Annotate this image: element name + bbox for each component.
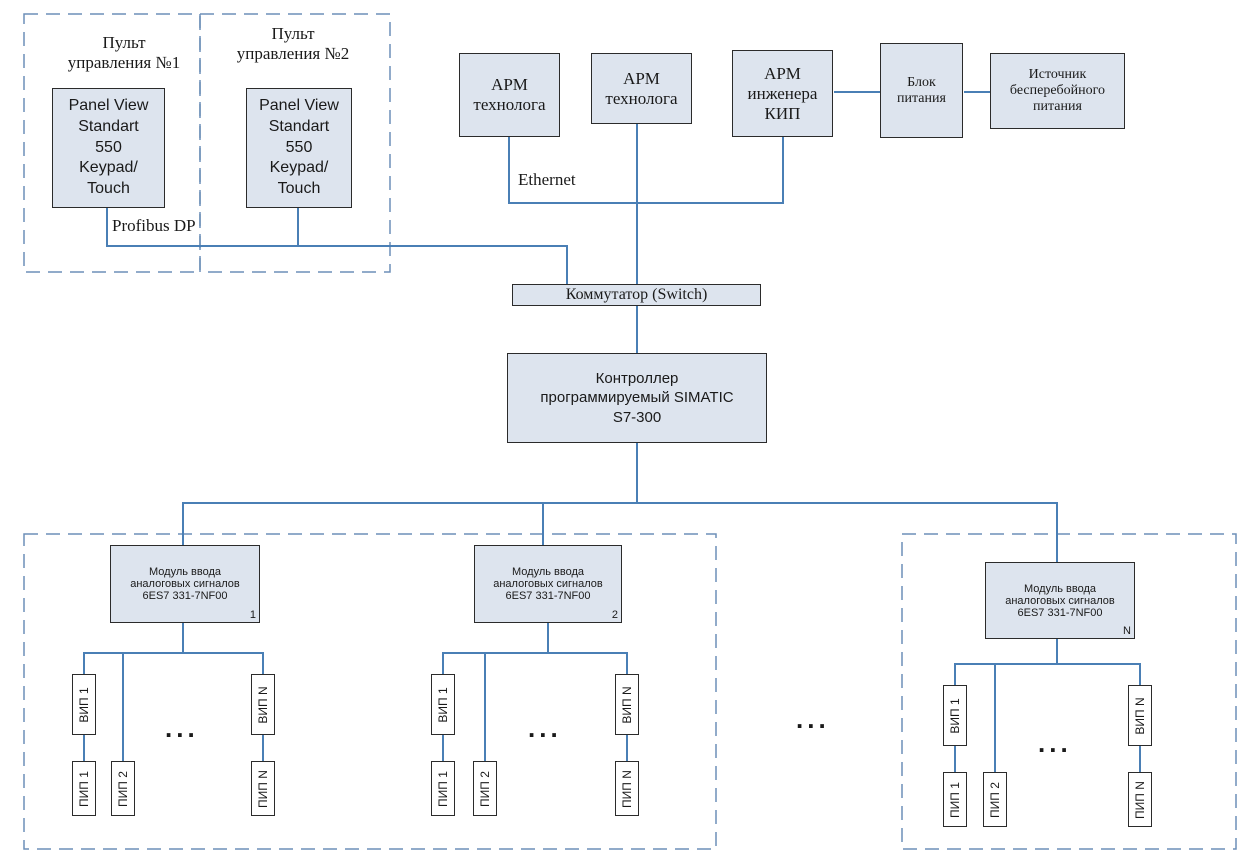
panel-group-frame-1 [23, 13, 201, 273]
input-module-2-index: 2 [611, 609, 618, 621]
pip-box: ПИП N [251, 761, 275, 816]
plc-controller: Контроллер программируемый SIMATIC S7-30… [507, 353, 767, 443]
vip-label: ВИП N [620, 685, 634, 724]
input-module-n: Модуль ввода аналоговых сигналов 6ES7 33… [985, 562, 1135, 639]
power-block: Блок питания [880, 43, 963, 138]
vip-label: ВИП N [1133, 696, 1147, 735]
ellipsis: ... [528, 713, 562, 743]
network-switch: Коммутатор (Switch) [512, 284, 761, 306]
pip-label: ПИП 1 [436, 770, 450, 807]
input-module-1-label: Модуль ввода аналоговых сигналов 6ES7 33… [130, 566, 240, 602]
pip-label: ПИП 2 [116, 770, 130, 807]
module-group-frame-n [901, 533, 1237, 850]
vip-box: ВИП N [615, 674, 639, 735]
panel-1-title: Пульт управления №1 [67, 33, 181, 73]
pip-box: ПИП 1 [943, 772, 967, 827]
pip-label: ПИП 1 [948, 781, 962, 818]
pip-box: ПИП 1 [72, 761, 96, 816]
dashed-frames [23, 13, 1237, 850]
workstation-technologist-1: АРМ технолога [459, 53, 560, 137]
ups-block: Источник бесперебойного питания [990, 53, 1125, 129]
input-module-1: Модуль ввода аналоговых сигналов 6ES7 33… [110, 545, 260, 623]
pip-box: ПИП 2 [111, 761, 135, 816]
pip-label: ПИП N [256, 769, 270, 808]
pip-box: ПИП N [615, 761, 639, 816]
ethernet-label: Ethernet [518, 170, 576, 189]
panel-view-1: Panel View Standart 550 Keypad/ Touch [52, 88, 165, 208]
workstation-technologist-2: АРМ технолога [591, 53, 692, 124]
vip-box: ВИП N [251, 674, 275, 735]
vip-box: ВИП 1 [431, 674, 455, 735]
pip-label: ПИП 1 [77, 770, 91, 807]
vip-box: ВИП 1 [943, 685, 967, 746]
panel-group-frame-2 [199, 13, 391, 273]
profibus-label: Profibus DP [112, 216, 196, 235]
pip-label: ПИП 2 [478, 770, 492, 807]
input-module-1-index: 1 [249, 609, 256, 621]
between-groups-ellipsis: ... [796, 704, 830, 734]
ellipsis: ... [1038, 728, 1072, 758]
pip-box: ПИП N [1128, 772, 1152, 827]
vip-label: ВИП 1 [436, 686, 450, 723]
pip-label: ПИП N [1133, 780, 1147, 819]
vip-box: ВИП N [1128, 685, 1152, 746]
connectors [83, 91, 1141, 772]
vip-label: ВИП 1 [948, 697, 962, 734]
input-module-2: Модуль ввода аналоговых сигналов 6ES7 33… [474, 545, 622, 623]
input-module-2-label: Модуль ввода аналоговых сигналов 6ES7 33… [493, 566, 603, 602]
pip-box: ПИП 1 [431, 761, 455, 816]
input-module-n-label: Модуль ввода аналоговых сигналов 6ES7 33… [1005, 582, 1115, 619]
module-group-frame-1 [23, 533, 717, 850]
ellipsis: ... [165, 713, 199, 743]
workstation-kip-engineer: АРМ инженера КИП [732, 50, 833, 137]
vip-label: ВИП N [256, 685, 270, 724]
pip-box: ПИП 2 [473, 761, 497, 816]
panel-2-title: Пульт управления №2 [236, 24, 350, 64]
panel-view-2: Panel View Standart 550 Keypad/ Touch [246, 88, 352, 208]
pip-label: ПИП 2 [988, 781, 1002, 818]
vip-label: ВИП 1 [77, 686, 91, 723]
pip-label: ПИП N [620, 769, 634, 808]
vip-box: ВИП 1 [72, 674, 96, 735]
pip-box: ПИП 2 [983, 772, 1007, 827]
input-module-n-index: N [1123, 625, 1131, 637]
